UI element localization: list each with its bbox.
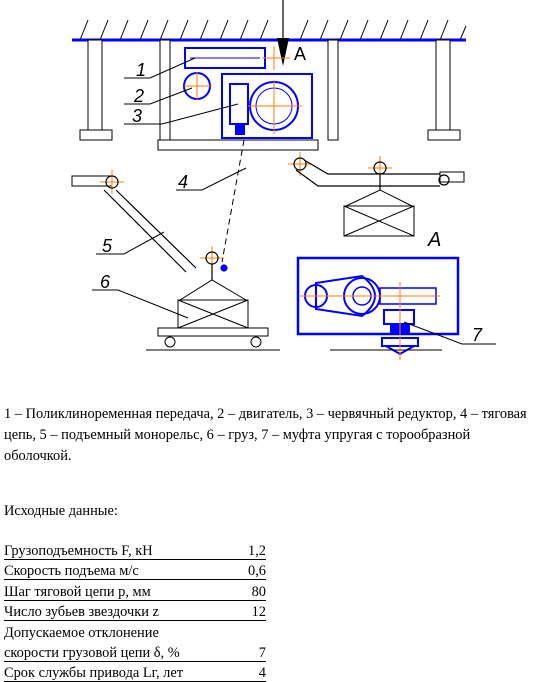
callout-5: 5 [102, 236, 113, 256]
param-label: Срок службы привода Lг, лет [4, 661, 243, 682]
section-label: А [427, 229, 441, 251]
callout-6: 6 [100, 272, 111, 292]
param-value: 12 [242, 600, 266, 622]
callout-labels: 1 2 3 4 5 6 7 [100, 60, 483, 345]
ceiling-beam [72, 19, 467, 42]
param-label: Грузоподъемность F, кН [4, 539, 243, 560]
param-label: скорости грузовой цепи δ, % [4, 640, 243, 662]
param-value: 80 [242, 579, 266, 601]
cargo-right [343, 189, 415, 237]
param-label: Допускаемое отклонение [4, 624, 159, 641]
param-value: 4 [242, 661, 266, 682]
param-value [242, 621, 266, 641]
callout-4: 4 [178, 172, 188, 192]
param-value: 0,6 [242, 559, 266, 581]
callout-leaders [92, 57, 496, 345]
param-row: скорости грузовой цепи δ, % 7 [4, 640, 266, 662]
view-arrow: А [277, 0, 306, 66]
monorail [103, 157, 450, 273]
traction-chain [221, 139, 245, 263]
kinematic-scheme-drawing: А [71, 0, 496, 360]
center-marks [100, 46, 392, 270]
load-hooks [205, 161, 387, 280]
view-a-detail: А [296, 229, 460, 360]
param-value: 1,2 [242, 539, 266, 560]
param-value: 7 [242, 640, 266, 662]
callout-7: 7 [472, 325, 483, 345]
callout-2: 2 [133, 86, 144, 106]
support-columns [71, 39, 465, 187]
param-label: Скорость подъема м/с [4, 559, 243, 581]
cargo-left [146, 279, 280, 351]
param-row: Срок службы привода Lг, лет 4 [4, 661, 266, 682]
view-label: А [294, 44, 306, 64]
figure-caption: 1 – Поликлиноременная передача, 2 – двиг… [4, 406, 527, 464]
drive-unit [183, 47, 313, 139]
callout-3: 3 [132, 106, 142, 126]
callout-1: 1 [136, 60, 146, 80]
param-row: Допускаемое отклонение [4, 621, 266, 641]
param-label: Шаг тяговой цепи p, мм [4, 579, 243, 601]
source-data-table: Грузоподъемность F, кН 1,2 Скорость подъ… [4, 539, 266, 682]
param-label: Число зубьев звездочки z [4, 600, 243, 622]
param-row: Скорость подъема м/с 0,6 [4, 559, 266, 581]
param-row: Грузоподъемность F, кН 1,2 [4, 539, 266, 560]
source-data-heading: Исходные данные: [4, 503, 118, 519]
param-row: Шаг тяговой цепи p, мм 80 [4, 579, 266, 601]
param-row: Число зубьев звездочки z 12 [4, 600, 266, 622]
